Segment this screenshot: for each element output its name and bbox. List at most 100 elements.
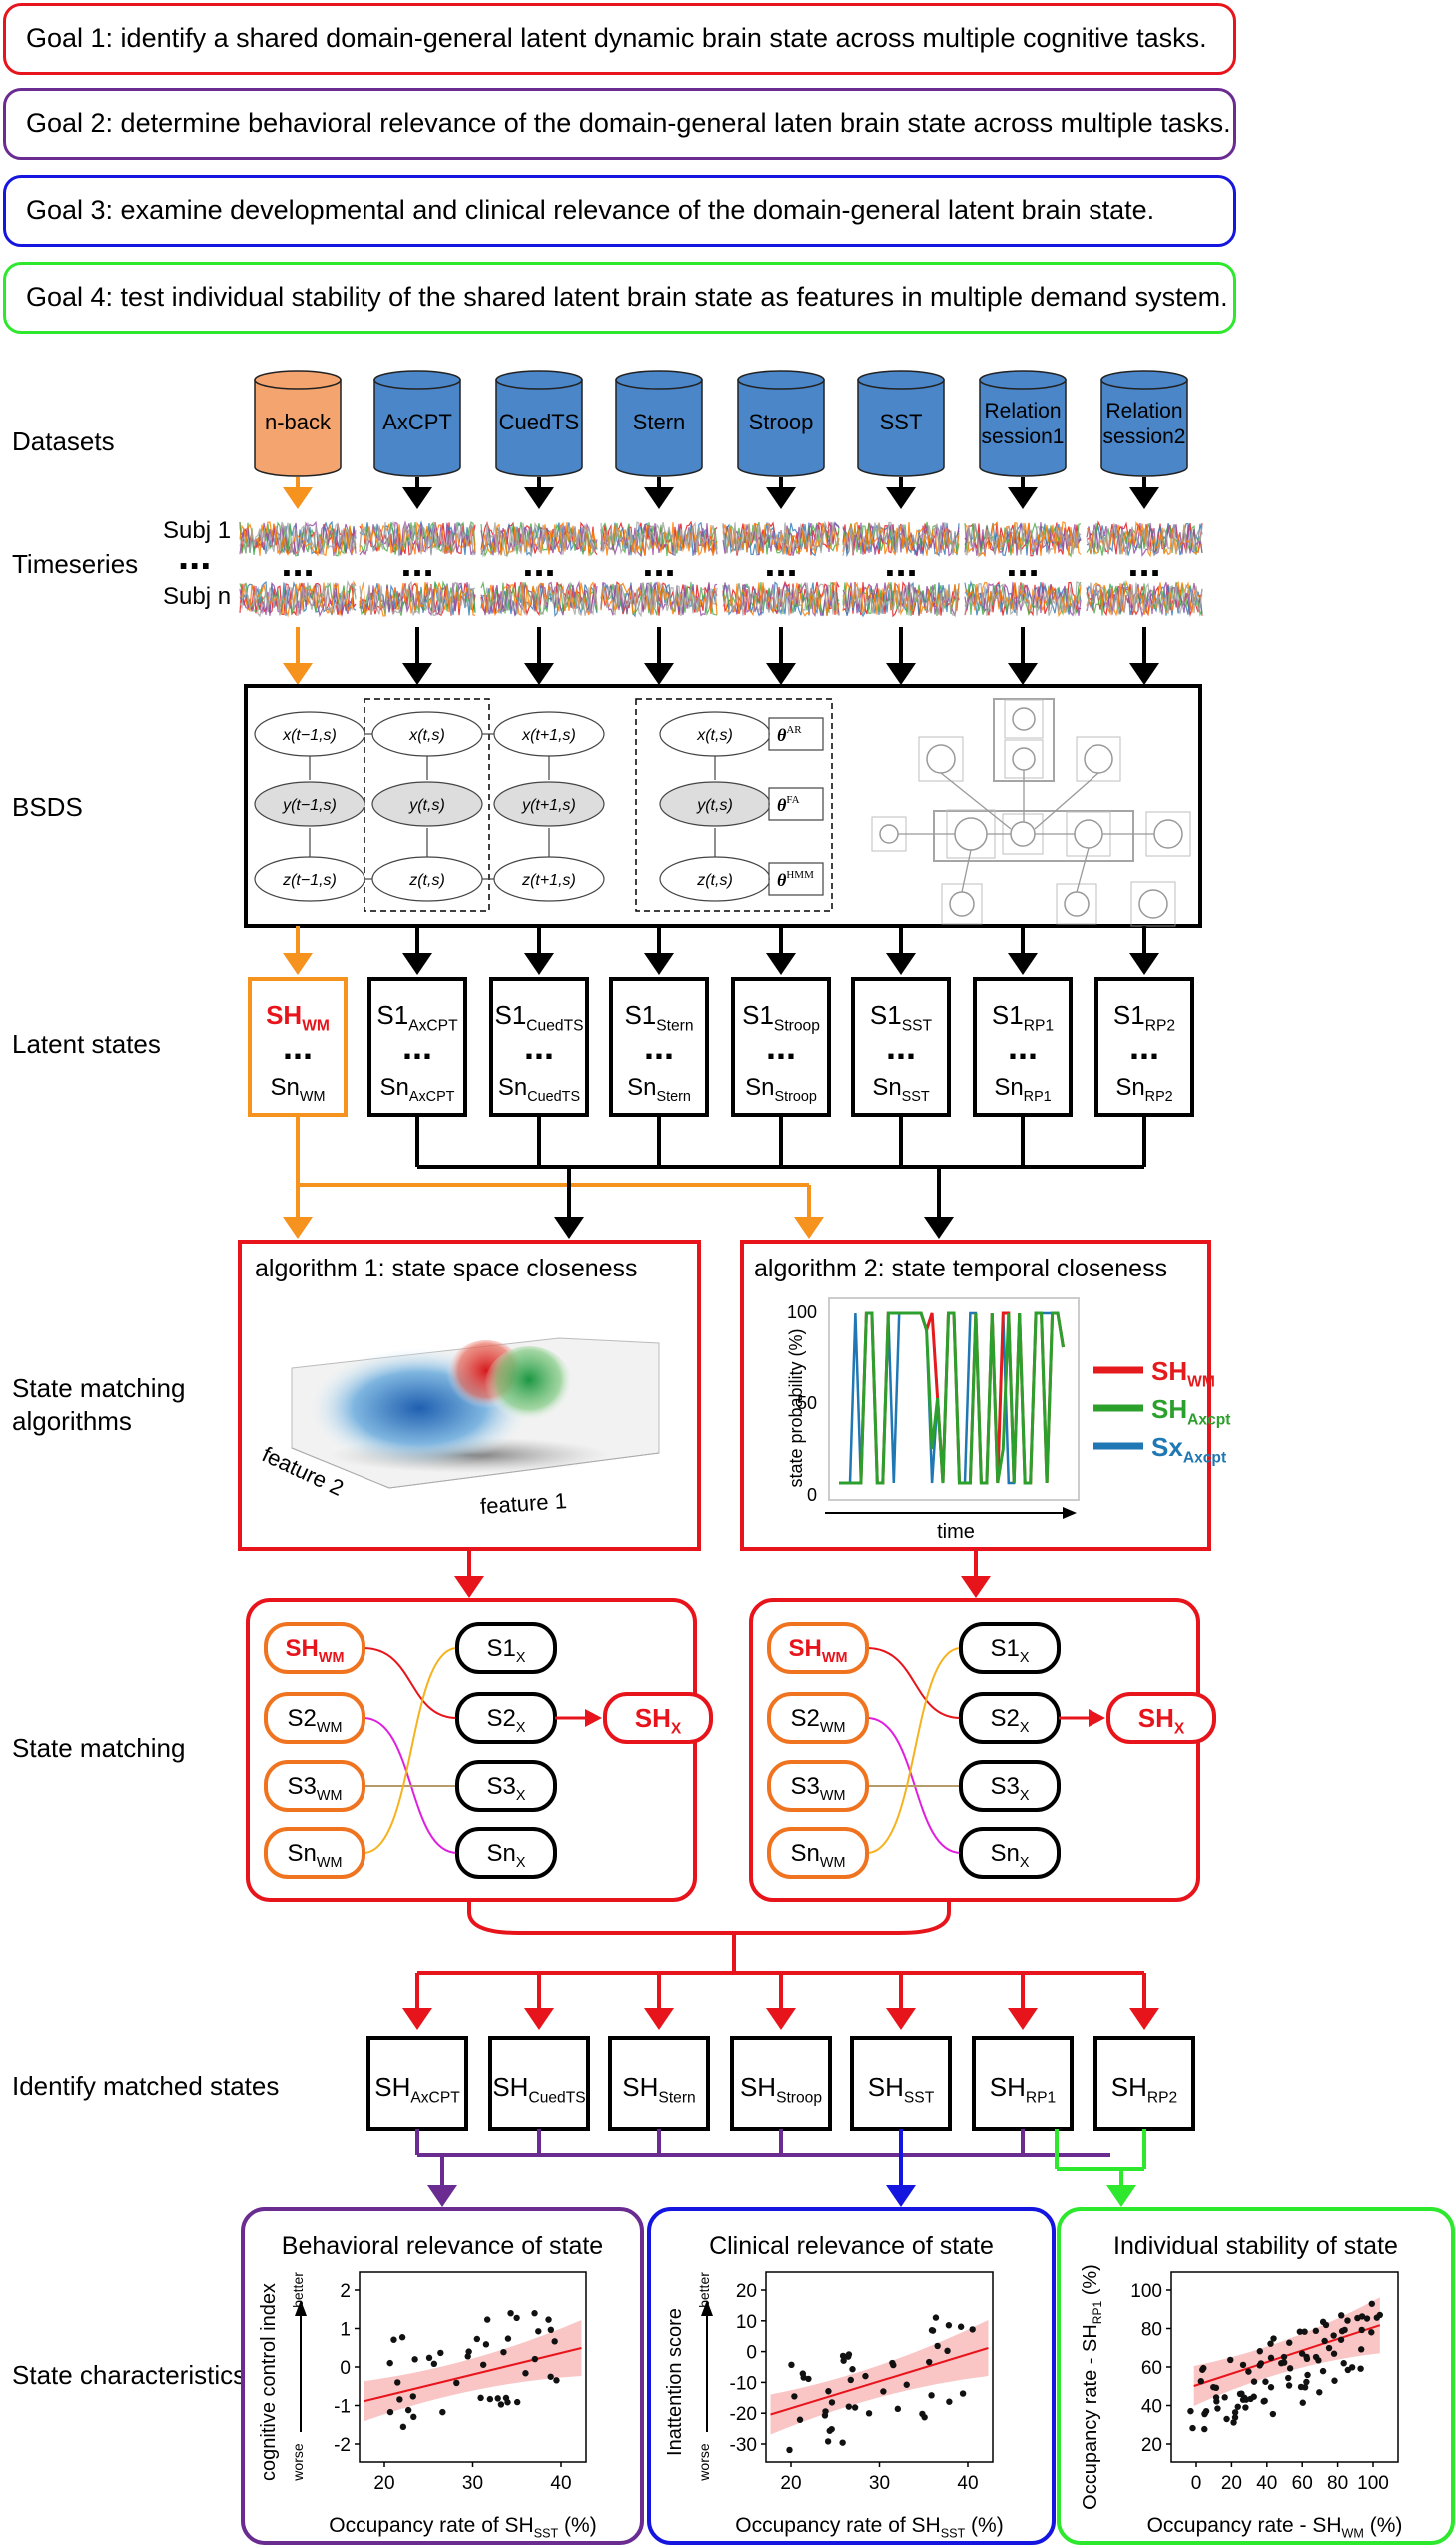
bsds-node-label: y(t,s) [696,797,733,814]
data-point [791,2393,798,2400]
y-tick-label: -2 [334,2435,351,2456]
data-point [847,2376,854,2384]
data-point [1316,2389,1323,2396]
matched-result-state: SHX [603,1692,713,1744]
data-point [1330,2332,1337,2339]
row-label-identify: Identify matched states [12,2071,280,2101]
dataset-label: Relation [984,400,1061,423]
latent-state-top: S1Stroop [742,1000,820,1035]
legend-label: SHAxcpt [1151,1394,1230,1429]
matched-state-box-4: SHStroop [730,2036,832,2131]
target-state-3: S3X [959,1760,1061,1812]
dataset-cylinder-2: AxCPT [373,370,461,477]
data-point [828,2399,836,2406]
data-point [394,2379,401,2386]
source-state-4: SnWM [264,1827,365,1879]
y-tick-label: -20 [730,2404,757,2425]
matched-state-label: SHStroop [740,2072,822,2107]
algorithm-arrow [454,1549,484,1598]
algorithm2-ytick: 50 [797,1393,817,1413]
latent-state-bottom: SnCuedTS [498,1074,580,1105]
latent-state-box-6: S1SST...SnSST [851,977,951,1117]
data-point [839,2439,846,2446]
dataset-cylinder-4: Stern [615,370,703,477]
dataset-label: CuedTS [499,410,580,434]
data-point [880,2388,887,2395]
y-axis-label: Inattention score [664,2308,686,2456]
bsds-node: y(t,s) [371,781,483,827]
timeseries-1: ... [239,520,357,618]
y-tick-label: 0 [340,2358,351,2379]
data-point [1239,2396,1247,2403]
goal-3: Goal 3: examine developmental and clinic… [3,175,1236,247]
row-label-datasets: Datasets [12,426,115,456]
latent-arrow [283,1185,313,1239]
dataset-cylinder-1: n-back [254,370,342,477]
data-point [928,2327,936,2334]
better-label: better [696,2272,712,2308]
matched-state-label: SHRP1 [990,2072,1056,2107]
x-tick-label: 0 [1191,2473,1202,2494]
row-label-characteristics: State characteristics [12,2360,247,2390]
data-point [851,2404,859,2411]
latent-arrow [554,1167,584,1239]
data-point [553,2377,560,2384]
data-point [957,2323,965,2330]
algorithm-panels: algorithm 1: state space closenessfeatur… [238,1240,1230,1598]
latent-state-dots: ... [283,1026,313,1067]
y-tick-label: 1 [340,2320,351,2341]
bsds-node-label: z(t−1,s) [282,872,337,889]
matched-state-box-6: SHRP1 [972,2036,1074,2131]
dataset-label: Stroop [749,410,814,434]
target-state-1: S1X [959,1622,1061,1674]
latent-state-box-3: S1CuedTS...SnCuedTS [489,977,589,1117]
regression-line [364,2347,582,2403]
bsds-node-label: y(t+1,s) [521,797,576,814]
data-point [894,2405,902,2413]
confidence-band [364,2320,582,2422]
y-tick-label: -10 [730,2373,757,2394]
latent-state-top: S1CuedTS [494,1000,583,1035]
bsds-arrow [524,926,554,975]
latent-arrow [924,1167,954,1239]
data-point [535,2328,542,2335]
data-point [865,2410,873,2417]
timeseries-dots: ... [1006,541,1039,585]
latent-state-top: S1Stern [624,1000,693,1035]
match-line [866,1647,962,1854]
bsds-parameter-label: θHMM [777,869,814,890]
data-point [1234,2403,1241,2410]
data-point [934,2342,941,2350]
y-tick-label: 20 [1141,2435,1162,2456]
characteristic-panel-2: Clinical relevance of state20100-10-20-3… [647,2207,1056,2545]
timeseries-arrow [886,627,916,685]
data-point [1373,2314,1381,2321]
source-state-label: S3WM [791,1773,846,1804]
data-point [1267,2354,1275,2362]
data-point [845,2351,853,2358]
target-state-3: S3X [455,1760,557,1812]
timeseries-dots: ... [764,541,797,585]
algorithm1-axis1: feature 1 [479,1488,567,1519]
target-state-label: S3X [991,1773,1030,1804]
data-point [845,2403,853,2410]
matched-state-box-1: SHAxCPT [366,2036,468,2131]
bsds-arrow [283,926,313,975]
data-point [396,2396,403,2403]
data-point [1299,2399,1306,2406]
latent-state-box-1: SHWM...SnWM [248,977,348,1117]
data-point [959,2390,967,2397]
data-point [828,2425,835,2433]
confidence-band [1193,2297,1380,2406]
dataset-arrow [644,477,674,509]
data-point [1340,2360,1347,2367]
timeseries-dots: ... [400,541,433,585]
bsds-node-label: x(t+1,s) [521,727,576,744]
data-point [1269,2410,1277,2418]
latent-state-top: SHWM [266,1000,330,1035]
bsds-node: z(t−1,s) [254,856,365,902]
data-point [1189,2424,1196,2432]
data-point [1267,2340,1274,2347]
